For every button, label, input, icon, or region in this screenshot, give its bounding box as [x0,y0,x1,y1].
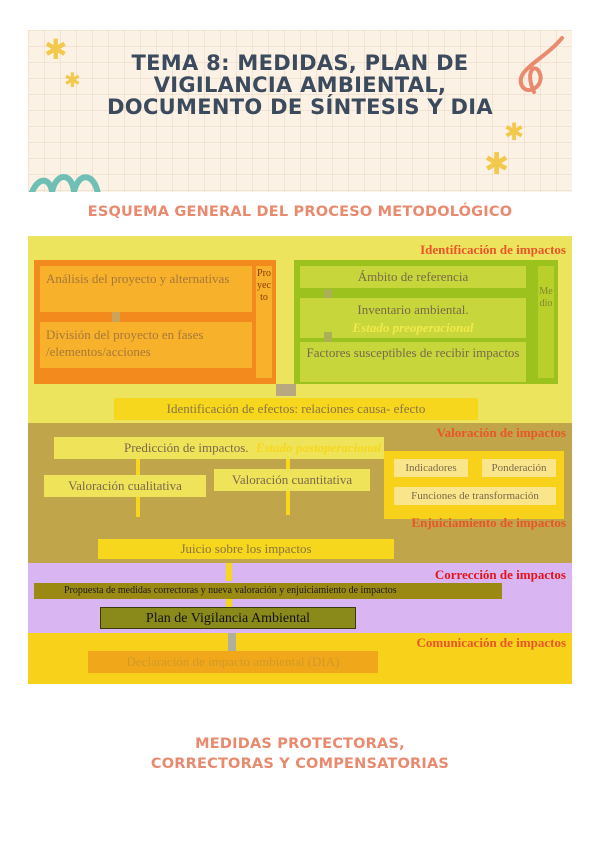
inventario-box: Inventario ambiental. Estado preoperacio… [300,298,526,338]
arrow-icon [226,599,232,607]
arrow-icon [324,289,332,299]
star-icon: ✱ [44,33,68,66]
band-identificacion: Identificación de impactos Análisis del … [28,236,572,423]
star-icon: ✱ [504,118,525,146]
wave-decoration-icon [28,174,101,192]
division-label: División del proyecto en fases /elemento… [46,327,204,359]
band-label: Identificación de impactos [420,242,566,257]
arrow-icon [324,332,332,342]
methodology-diagram: Identificación de impactos Análisis del … [28,236,572,684]
inventario-label: Inventario ambiental. [357,302,469,317]
medio-vertical-label: Medio [538,266,554,378]
header-banner: ✱ ✱ ✱ ✱ TEMA 8: MEDIDAS, PLAN DE VIGILAN… [28,30,572,192]
band-correccion: Corrección de impactos Propuesta de medi… [28,563,572,633]
arrow-icon [112,312,120,322]
arrow-icon [136,497,140,517]
arrow-icon [286,491,290,515]
arrow-icon [276,384,296,396]
estado-postoperacional-label: Estado postoperacional [255,440,382,455]
swirl-decoration-icon [518,36,564,94]
proyecto-vertical-label: Proyecto [256,266,272,378]
declaracion-box: Declaración de impacto ambiental (DIA) [88,651,378,673]
page-title: TEMA 8: MEDIDAS, PLAN DE VIGILANCIA AMBI… [107,51,493,119]
section-heading: ESQUEMA GENERAL DEL PROCESO METODOLÓGICO [87,204,513,220]
band-comunicacion: Comunicación de impactos Declaración de … [28,633,572,684]
funciones-box: Funciones de transformación [394,487,556,505]
band-label: Comunicación de impactos [416,635,567,650]
prediccion-label: Predicción de impactos. [124,440,249,455]
arrow-icon [286,459,290,471]
factores-label: Factores susceptibles de recibir impacto… [306,345,520,360]
cuantitativa-box: Valoración cuantitativa [214,469,370,491]
ambito-label: Ámbito de referencia [357,269,469,284]
juicio-box: Juicio sobre los impactos [98,539,394,559]
arrow-icon [136,459,140,475]
cualitativa-box: Valoración cualitativa [44,475,206,497]
estado-preoperacional-label: Estado preoperacional [352,320,474,335]
efectos-box: Identificación de efectos: relaciones ca… [114,398,478,420]
ambito-box: Ámbito de referencia [300,266,526,288]
band-label: Corrección de impactos [434,567,566,582]
arrow-icon [226,563,232,581]
indicadores-box: Indicadores [394,459,468,477]
section-heading: MEDIDAS PROTECTORAS, CORRECTORAS Y COMPE… [150,736,450,772]
propuesta-box: Propuesta de medidas correctoras y nueva… [34,583,502,599]
efectos-label: Identificación de efectos: relaciones ca… [166,401,426,416]
division-box: División del proyecto en fases /elemento… [40,322,252,368]
analisis-label: Análisis del proyecto y alternativas [46,271,230,286]
band-label: Valoración de impactos [436,425,566,440]
star-icon: ✱ [484,147,510,182]
arrow-icon [228,633,236,651]
band-label: Enjuiciamiento de impactos [411,515,566,530]
star-icon: ✱ [64,68,81,92]
factores-box: Factores susceptibles de recibir impacto… [300,342,526,382]
band-valoracion: Valoración de impactos Predicción de imp… [28,423,572,563]
analisis-box: Análisis del proyecto y alternativas [40,266,252,312]
prediccion-box: Predicción de impactos. Estado postopera… [54,437,384,459]
plan-box: Plan de Vigilancia Ambiental [100,607,356,629]
ponderacion-box: Ponderación [482,459,556,477]
